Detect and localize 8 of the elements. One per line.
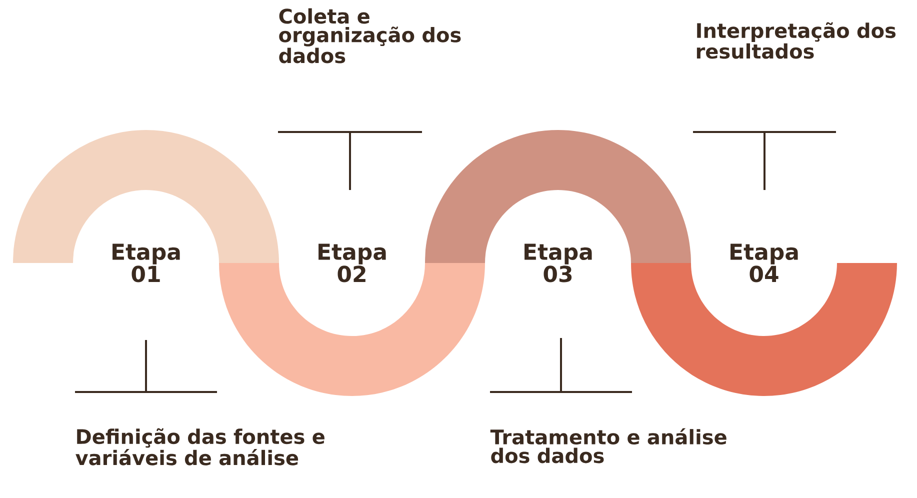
step-description: Tratamento e análise dos dados — [490, 428, 726, 464]
step-description: Interpretação dos resultados — [696, 22, 896, 59]
step-description: Definição das fontes e variáveis de análise — [76, 428, 324, 466]
stage-label: Etapa 03 — [524, 244, 592, 282]
step-description: Coleta e organização dos dados — [279, 8, 461, 64]
stage-label: Etapa 02 — [318, 244, 386, 282]
stage-label: Etapa 01 — [112, 244, 180, 282]
stage-label: Etapa 04 — [730, 244, 798, 282]
